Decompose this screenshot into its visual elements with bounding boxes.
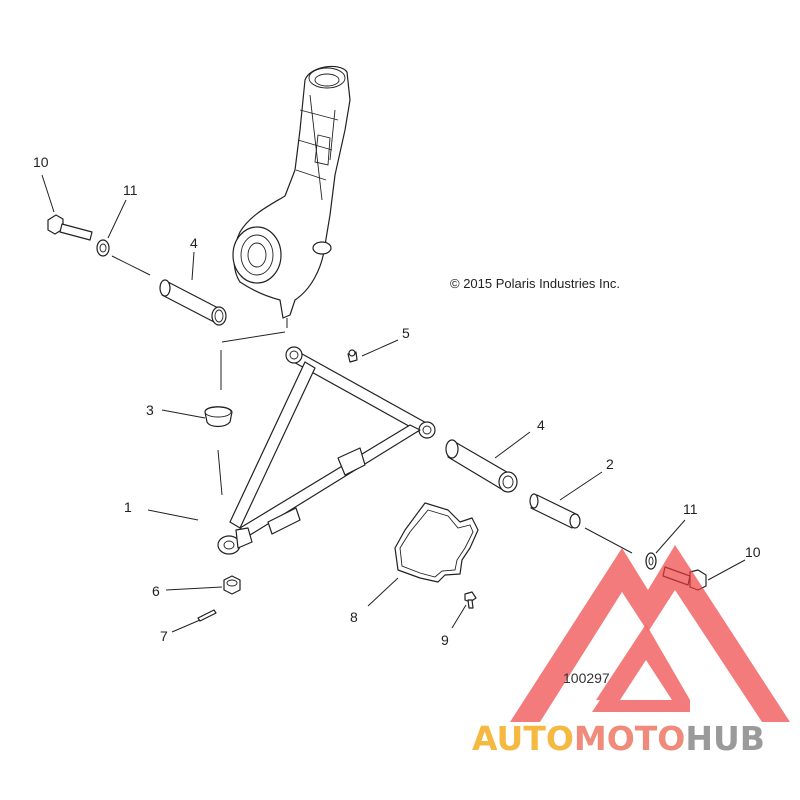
washer-upper (96, 239, 110, 257)
guard-plate (394, 502, 479, 583)
callout-4-lower: 4 (537, 417, 545, 433)
callout-6: 6 (152, 583, 160, 599)
watermark-logo (510, 545, 790, 722)
callout-10-lower: 10 (745, 544, 761, 560)
callout-4-upper: 4 (190, 235, 198, 251)
pivot-tube-lower (445, 439, 518, 493)
bushing-cup (204, 406, 233, 428)
grease-fitting (347, 349, 358, 363)
washer-lower (645, 552, 657, 570)
a-arm (217, 346, 436, 555)
bolt-upper (47, 214, 93, 241)
callout-8: 8 (350, 609, 358, 625)
copyright-text: © 2015 Polaris Industries Inc. (450, 276, 620, 291)
cotter-pin (197, 609, 217, 622)
watermark-moto: MOTO (574, 719, 685, 758)
watermark-hub: HUB (685, 719, 765, 758)
callout-7: 7 (160, 628, 168, 644)
callout-3: 3 (146, 402, 154, 418)
pivot-tube-upper (159, 279, 227, 326)
screw (464, 591, 477, 609)
steering-knuckle (232, 65, 351, 328)
watermark-auto: AUTO (472, 719, 574, 758)
callout-11-lower: 11 (683, 501, 698, 517)
callout-11-upper: 11 (123, 182, 138, 198)
callout-10-upper: 10 (33, 154, 49, 170)
callout-1: 1 (124, 499, 132, 515)
watermark-text: AUTOMOTOHUB (472, 719, 765, 758)
callout-5: 5 (402, 325, 410, 341)
watermark-triangle-icon (510, 545, 790, 722)
callout-2: 2 (606, 456, 614, 472)
callout-9: 9 (441, 632, 449, 648)
castle-nut (223, 575, 241, 595)
spacer (529, 493, 581, 529)
drawing-number: 100297 (563, 670, 610, 686)
